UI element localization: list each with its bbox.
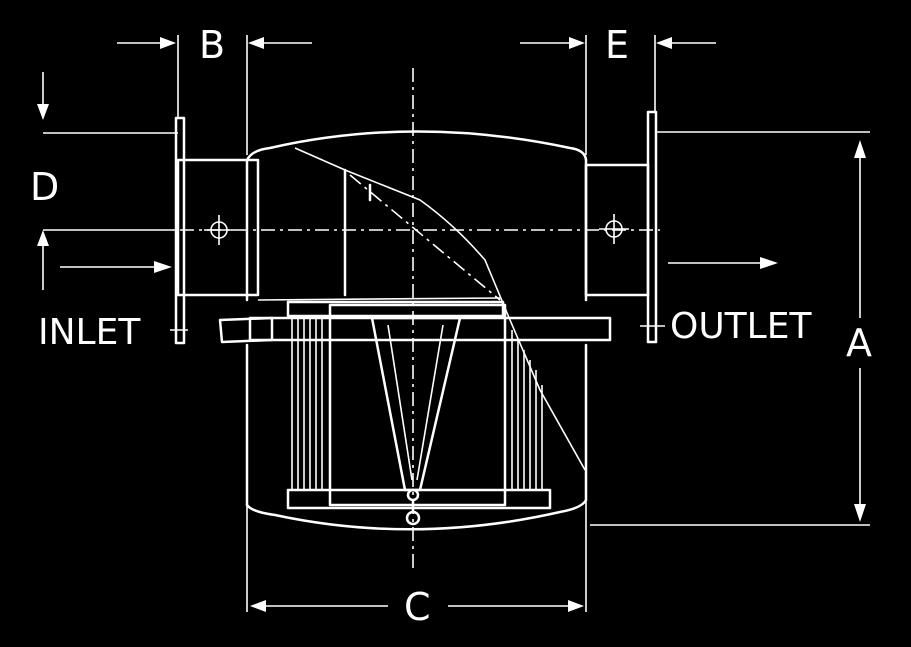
label-d: D <box>30 165 59 209</box>
label-a: A <box>846 321 872 365</box>
outlet-label: OUTLET <box>670 306 812 347</box>
label-e: E <box>605 23 629 67</box>
outlet-flow-arrow <box>668 257 778 269</box>
housing-body <box>218 130 612 531</box>
dimension-c: C <box>246 500 587 629</box>
internal-baffle <box>257 147 586 471</box>
dimension-b: B <box>117 23 312 155</box>
label-b: B <box>199 23 225 67</box>
dimension-a: A <box>590 131 872 526</box>
label-c: C <box>404 585 431 629</box>
inlet-nozzle <box>174 116 260 345</box>
dimension-d: D <box>30 72 178 290</box>
dimension-e: E <box>520 23 716 155</box>
inlet-label: INLET <box>38 312 141 353</box>
filter-element <box>286 300 552 526</box>
outlet-nozzle <box>584 110 658 344</box>
inlet-flow-arrow <box>60 261 172 273</box>
